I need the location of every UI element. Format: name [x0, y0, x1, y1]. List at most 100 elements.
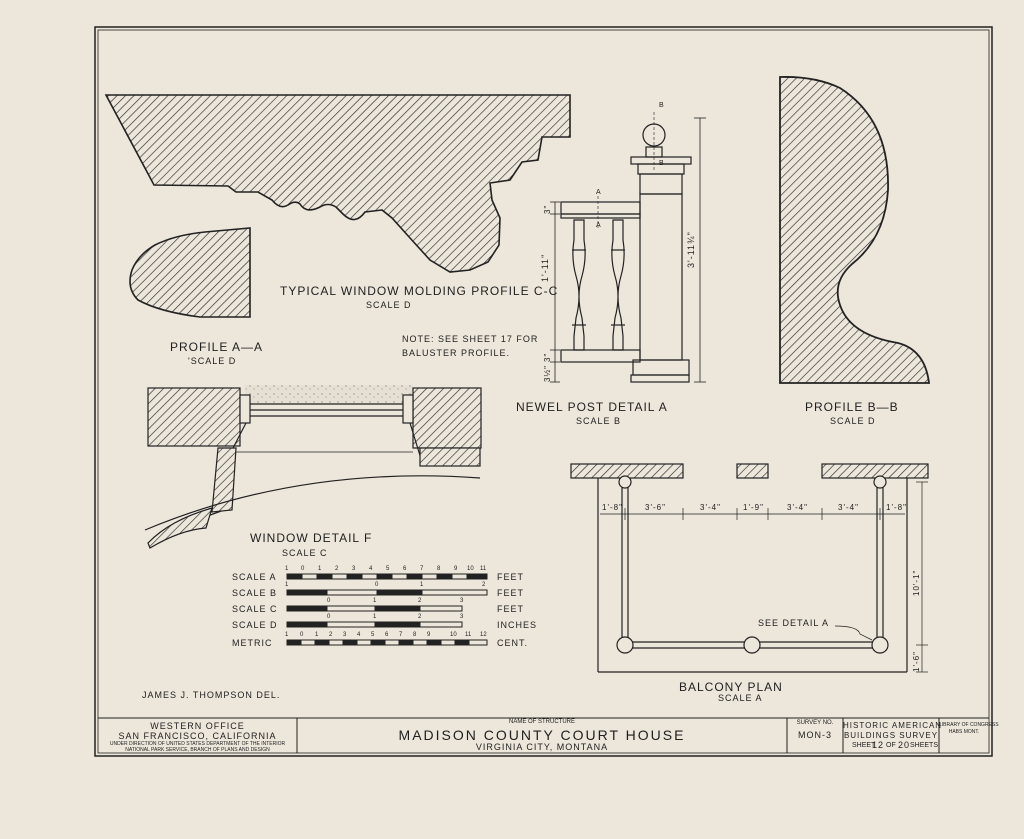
library-label-1: LIBRARY OF CONGRESS: [939, 722, 999, 728]
newel-section-mark-a-mid: A: [596, 222, 601, 229]
balcony-plan-scale: SCALE A: [718, 693, 763, 703]
window-molding-scale: SCALE D: [366, 300, 412, 310]
office-city: SAN FRANCISCO, CALIFORNIA: [118, 731, 277, 741]
scale-a-tick-four: 4: [369, 566, 373, 572]
outer-border: [94, 26, 993, 757]
scale-b-tick-zero: 0: [375, 582, 379, 588]
scale-a-tick-ten: 10: [467, 566, 474, 572]
scale-c-tick-zero: 0: [327, 598, 331, 604]
scale-c-name: SCALE C: [232, 604, 278, 614]
profile-bb-shape: [779, 76, 931, 384]
scale-b-tick-left: 1: [285, 582, 289, 588]
scale-metric-tick-four: 4: [357, 632, 361, 638]
scale-a-unit: FEET: [497, 572, 525, 582]
structure-name: MADISON COUNTY COURT HOUSE: [398, 727, 686, 743]
scale-a-tick-six: 6: [403, 566, 407, 572]
scale-a-tick-one: 1: [318, 566, 322, 572]
graphic-scale-bars: [286, 573, 488, 646]
scale-d-tick-one: 1: [373, 614, 377, 620]
structure-name-label: NAME OF STRUCTURE: [509, 719, 575, 725]
scale-d-tick-zero: 0: [327, 614, 331, 620]
scale-metric-tick-nine: 9: [427, 632, 431, 638]
profile-aa-shape: [129, 227, 251, 318]
balcony-callout: SEE DETAIL A: [758, 618, 830, 628]
newel-dim-bottom: 3": [543, 352, 552, 362]
scale-c-unit: FEET: [497, 604, 525, 614]
delineator-credit: JAMES J. THOMPSON DEL.: [142, 690, 281, 700]
scale-a-tick-five: 5: [386, 566, 390, 572]
scale-b-name: SCALE B: [232, 588, 278, 598]
profile-aa-scale: 'SCALE D: [188, 356, 237, 366]
scale-a-tick-eight: 8: [437, 566, 441, 572]
scale-b-tick-one: 1: [420, 582, 424, 588]
scale-metric-tick-seven: 7: [399, 632, 403, 638]
scale-a-tick-left: 1: [285, 566, 289, 572]
survey-no: MON-3: [798, 730, 832, 740]
habs-line2: BUILDINGS SURVEY: [843, 731, 939, 740]
sheets-label: SHEETS: [910, 742, 939, 749]
balcony-dim-1: 1'-8": [602, 503, 623, 512]
newel-section-mark-a-top: A: [596, 189, 601, 196]
scale-metric-tick-three: 3: [343, 632, 347, 638]
newel-dim-total: 3'-11¾": [686, 231, 696, 268]
scale-metric-unit: CENT.: [497, 638, 529, 648]
newel-post-scale: SCALE B: [576, 416, 622, 426]
scale-metric-tick-zero: 0: [300, 632, 304, 638]
scale-d-tick-three: 3: [460, 614, 464, 620]
sheet-number: 12: [872, 740, 885, 750]
scale-c-tick-one: 1: [373, 598, 377, 604]
title-block-frame: [98, 717, 989, 753]
scale-a-tick-three: 3: [352, 566, 356, 572]
baluster-note-line1: NOTE: SEE SHEET 17 FOR: [402, 334, 539, 344]
window-molding-title: TYPICAL WINDOW MOLDING PROFILE C-C: [280, 284, 559, 298]
scale-a-tick-eleven: 11: [480, 566, 487, 572]
scale-a-tick-nine: 9: [454, 566, 458, 572]
baluster-note-line2: BALUSTER PROFILE.: [402, 348, 511, 358]
balcony-dim-bottom: 1'-6": [912, 651, 921, 672]
sheet-label: SHEET: [852, 742, 876, 749]
profile-bb-title: PROFILE B—B: [805, 400, 899, 414]
inner-border: [97, 29, 990, 754]
scale-a-tick-zero: 0: [301, 566, 305, 572]
window-detail-title: WINDOW DETAIL F: [250, 531, 373, 545]
scale-d-name: SCALE D: [232, 620, 278, 630]
sheet-total: 20: [898, 740, 911, 750]
scale-c-tick-three: 3: [460, 598, 464, 604]
scale-b-tick-two: 2: [482, 582, 486, 588]
balcony-dim-7: 1'-8": [886, 503, 907, 512]
newel-section-mark-b-top: B: [659, 102, 664, 109]
scale-metric-tick-two: 2: [329, 632, 333, 638]
newel-post-title: NEWEL POST DETAIL A: [516, 400, 668, 414]
survey-no-label: SURVEY NO.: [796, 720, 834, 726]
balcony-dim-depth: 10'-1": [912, 569, 921, 596]
habs-line1: HISTORIC AMERICAN: [843, 721, 943, 730]
balcony-dim-2: 3'-6": [645, 503, 666, 512]
window-molding-profile: [104, 94, 571, 273]
balcony-dim-6: 3'-4": [838, 503, 859, 512]
profile-bb-scale: SCALE D: [830, 416, 876, 426]
scale-metric-tick-twelve: 12: [480, 632, 487, 638]
window-detail-drawing: [144, 385, 482, 549]
balcony-plan-title: BALCONY PLAN: [679, 680, 783, 694]
scale-metric-name: METRIC: [232, 638, 273, 648]
scale-d-unit: INCHES: [497, 620, 538, 630]
newel-dim-base: 3½": [543, 365, 552, 382]
structure-location: VIRGINIA CITY, MONTANA: [475, 742, 609, 752]
profile-aa-title: PROFILE A—A: [170, 340, 264, 354]
newel-section-mark-b-mid: B: [659, 160, 664, 167]
scale-metric-tick-one: 1: [315, 632, 319, 638]
balcony-dim-3: 3'-4": [700, 503, 721, 512]
direction-line1: UNDER DIRECTION OF UNITED STATES DEPARTM…: [109, 741, 286, 747]
office-name: WESTERN OFFICE: [150, 721, 245, 731]
balcony-dim-5: 3'-4": [787, 503, 808, 512]
scale-a-tick-two: 2: [335, 566, 339, 572]
scale-metric-tick-six: 6: [385, 632, 389, 638]
newel-dim-baluster: 1'-11": [540, 253, 550, 282]
scale-metric-tick-ten: 10: [450, 632, 457, 638]
scale-d-tick-two: 2: [418, 614, 422, 620]
scale-metric-tick-five: 5: [371, 632, 375, 638]
window-detail-scale: SCALE C: [282, 548, 328, 558]
balcony-dim-4: 1'-9": [743, 503, 764, 512]
of-label: OF: [886, 742, 896, 749]
